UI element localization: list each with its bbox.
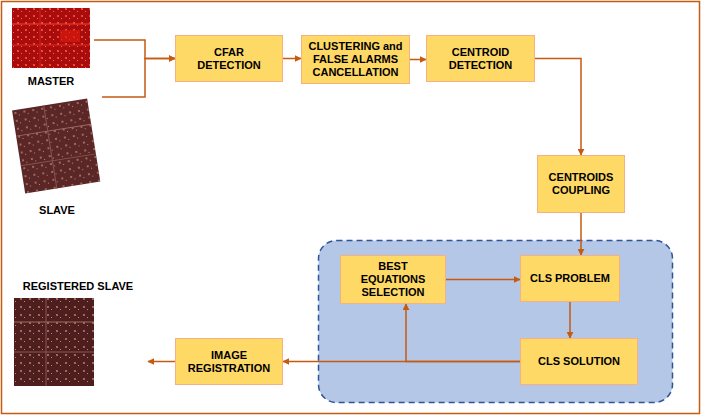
flow-arrow [580,213,582,255]
process-box: IMAGE REGISTRATION [175,338,283,385]
process-box: CLS PROBLEM [520,255,620,302]
box-label: CENTROIDS COUPLING [544,171,618,197]
image-node: REGISTERED SLAVE [8,280,148,388]
slave-image [12,99,100,194]
box-label: CLS SOLUTION [538,355,620,368]
process-box: CENTROIDS COUPLING [537,155,625,213]
process-box: CENTROID DETECTION [426,35,535,82]
flow-arrow [410,59,426,61]
flow-arrow [94,40,175,59]
cls-region [319,241,673,403]
box-label: IMAGE REGISTRATION [182,349,276,375]
process-box: BEST EQUATIONS SELECTION [340,255,446,304]
flow-arrow [283,361,520,363]
process-box: CFAR DETECTION [175,35,283,82]
image-label: REGISTERED SLAVE [8,280,148,293]
registered-slave-image [14,298,94,386]
box-label: CLUSTERING and FALSE ALARMS CANCELLATION [308,40,403,79]
process-box: CLS SOLUTION [520,338,638,385]
flow-arrow [283,58,301,60]
flow-arrow [535,59,581,156]
image-node: MASTER [8,8,94,88]
flow-arrow [569,302,571,338]
box-label: BEST EQUATIONS SELECTION [347,260,439,299]
master-image [12,8,90,68]
image-label: MASTER [8,75,94,88]
flow-arrow [102,59,175,98]
flow-arrow [446,279,520,281]
flow-arrow [148,361,175,363]
image-node: SLAVE [10,92,104,217]
box-label: CLS PROBLEM [530,272,610,285]
box-label: CFAR DETECTION [182,46,276,72]
box-label: CENTROID DETECTION [433,46,528,72]
image-label: SLAVE [10,204,104,217]
flow-arrow [406,304,520,362]
process-box: CLUSTERING and FALSE ALARMS CANCELLATION [301,35,410,84]
